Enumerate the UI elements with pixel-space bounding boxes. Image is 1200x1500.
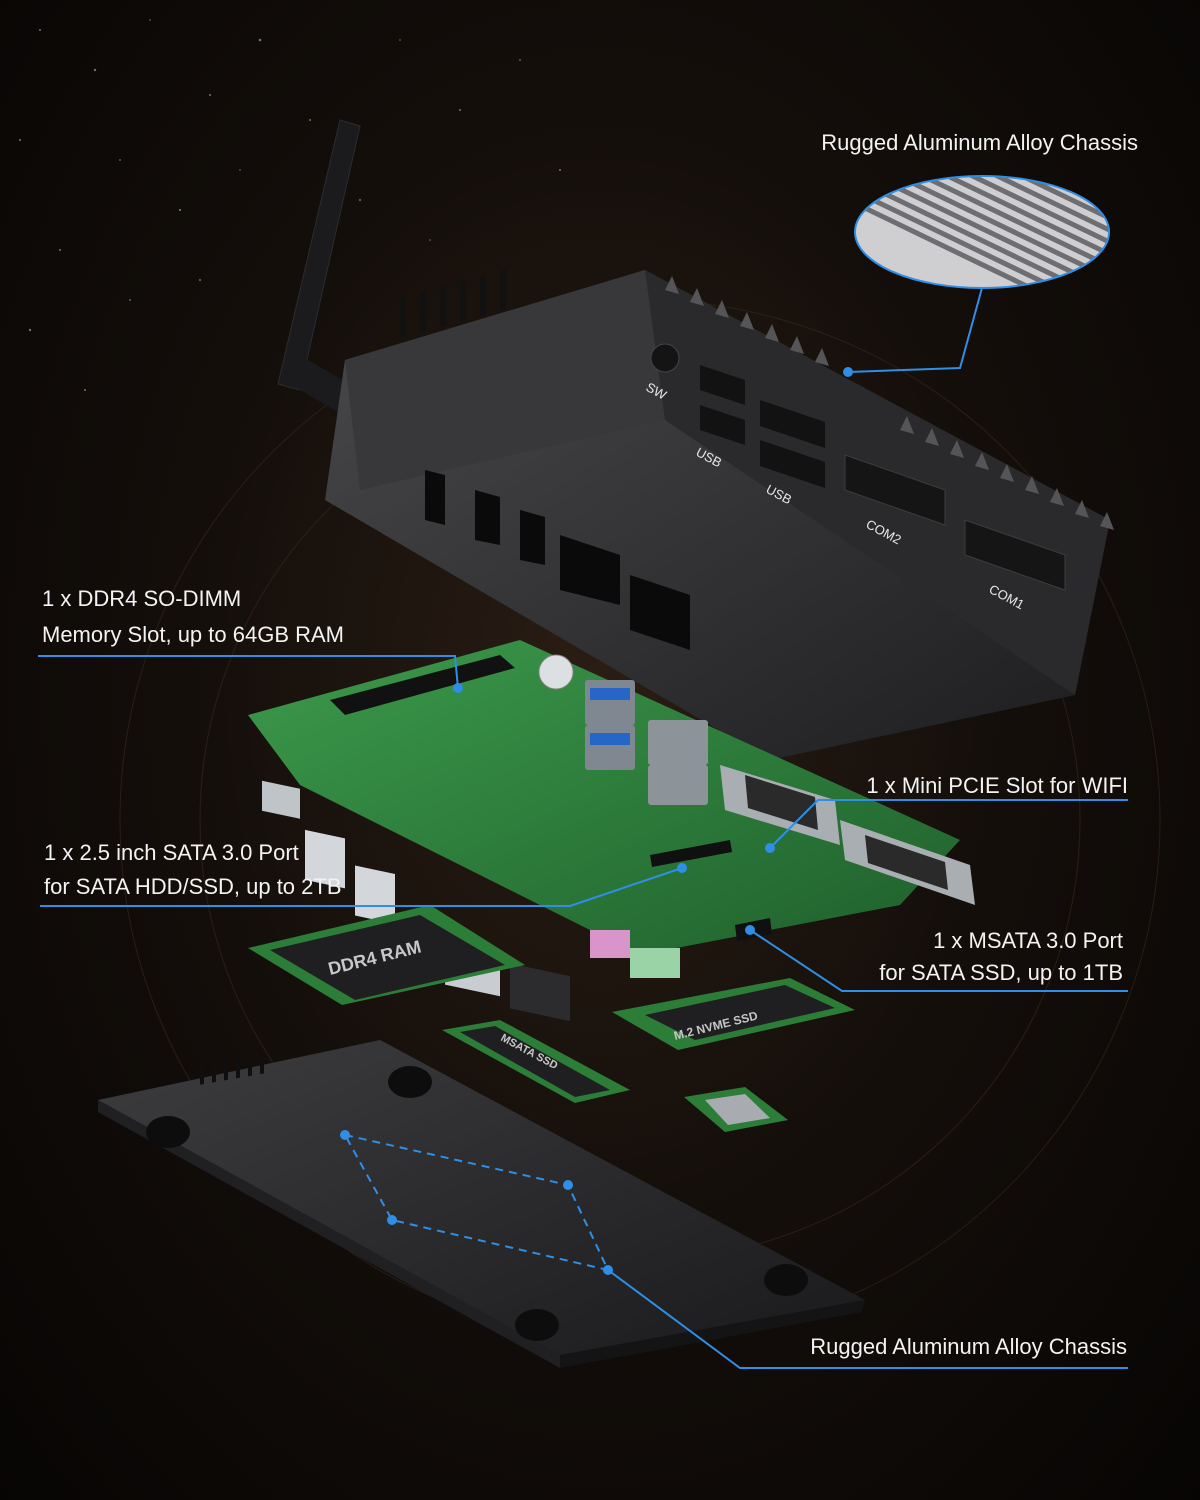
chassis-texture-zoom [854,175,1110,289]
msata-port-callout-line1: 1 x MSATA 3.0 Port [933,928,1123,953]
starfield-background [19,19,561,391]
memory-slot-callout-line2: Memory Slot, up to 64GB RAM [42,622,344,647]
sata-port-callout-line1: 1 x 2.5 inch SATA 3.0 Port [44,840,299,865]
bottom-plate [98,1040,865,1368]
ddr4-ram-module: DDR4 RAM [248,905,525,1005]
callout-lines [38,287,1128,1369]
chassis-bottom-callout: Rugged Aluminum Alloy Chassis [810,1334,1127,1359]
m2-nvme-ssd-module: M.2 NVME SSD [612,978,855,1050]
msata-ssd-module: MSATA SSD [442,1020,630,1103]
chassis-top-callout: Rugged Aluminum Alloy Chassis [821,130,1138,155]
motherboard [248,640,975,1022]
wifi-card-module [684,1087,788,1132]
sata-port-callout-line2: for SATA HDD/SSD, up to 2TB [44,874,342,899]
msata-port-callout-line2: for SATA SSD, up to 1TB [879,960,1123,985]
memory-slot-callout-line1: 1 x DDR4 SO-DIMM [42,586,242,611]
mini-pcie-callout: 1 x Mini PCIE Slot for WIFI [866,773,1128,798]
top-case: SW USB USB COM2 COM1 [325,269,1114,760]
